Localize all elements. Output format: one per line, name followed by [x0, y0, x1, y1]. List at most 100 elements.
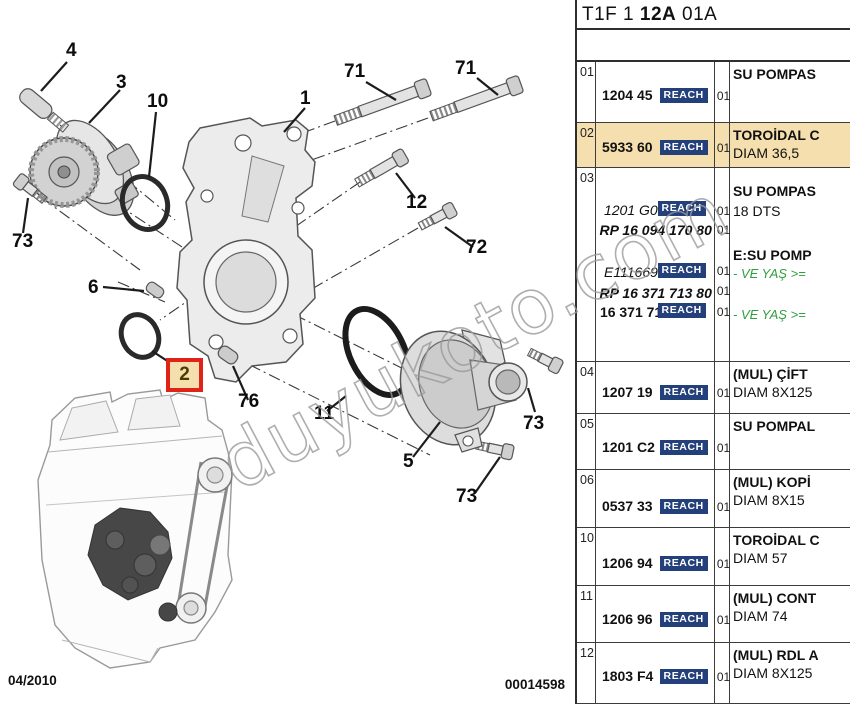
replacement-part-number: RP 16 094 170 80 — [599, 222, 712, 238]
part-1-housing — [176, 117, 316, 383]
qty-value: 01 — [716, 141, 731, 155]
reach-badge[interactable]: REACH — [657, 201, 706, 216]
description: E:SU POMP — [733, 247, 812, 263]
callout-73b[interactable]: 73 — [523, 413, 545, 434]
callout-2-label: 2 — [179, 364, 190, 385]
qty-value: 01 — [716, 284, 731, 298]
part-76-dowel — [217, 345, 239, 365]
part-number: 1201 C2 — [601, 439, 655, 455]
description: (MUL) CONT — [733, 590, 817, 606]
description-detail: DIAM 8X15 — [733, 492, 805, 508]
qty-value: 01 — [716, 500, 731, 514]
part-number: 1207 19 — [601, 384, 653, 400]
callout-6[interactable]: 6 — [88, 277, 99, 298]
exploded-diagram: 4 3 10 1 71 71 12 72 73 6 76 11 5 73 73 … — [8, 40, 565, 692]
qty-value: 01 — [716, 557, 731, 571]
ref-cell: 03 — [577, 168, 596, 361]
header-spacer-band — [577, 30, 850, 62]
reach-badge[interactable]: REACH — [657, 303, 706, 318]
diagram-artwork — [12, 61, 564, 669]
callout-72[interactable]: 72 — [466, 237, 488, 258]
reach-badge[interactable]: REACH — [659, 87, 708, 103]
part-number: 1206 96 — [601, 611, 653, 627]
qty-value: 01 — [716, 264, 731, 278]
description-detail: 18 DTS — [733, 203, 781, 219]
reach-badge[interactable]: REACH — [659, 384, 708, 400]
footer-date: 04/2010 — [8, 673, 57, 688]
description-detail: DIAM 74 — [733, 608, 788, 624]
part-number: 1201 G0 — [603, 202, 658, 218]
reach-badge[interactable]: REACH — [659, 498, 708, 514]
description-detail: DIAM 36,5 — [733, 145, 800, 161]
ref-cell: 06 — [577, 470, 596, 527]
callout-12[interactable]: 12 — [406, 192, 428, 213]
description: SU POMPAL — [733, 418, 816, 434]
callout-71a[interactable]: 71 — [344, 61, 366, 82]
description-detail: DIAM 8X125 — [733, 384, 813, 400]
reach-badge[interactable]: REACH — [657, 263, 706, 278]
description-detail: DIAM 8X125 — [733, 665, 813, 681]
qty-value: 01 — [716, 89, 731, 103]
callout-73c[interactable]: 73 — [456, 486, 478, 507]
part-5-pump-housing — [399, 329, 528, 453]
part-11-oring — [342, 305, 412, 399]
catalog-code-header: T1F 1 12A 01A — [577, 0, 850, 30]
table-row-03[interactable]: 03 1201 G0 REACH RP 16 094 170 80 E11166… — [577, 168, 850, 362]
parts-table: T1F 1 12A 01A 01 1204 45 REACH 01 SU POMP… — [575, 0, 850, 704]
engine-block-thumbnail — [37, 389, 233, 669]
part-number: 5933 60 — [601, 139, 653, 155]
callout-11[interactable]: 11 — [314, 403, 335, 424]
applicability-note: - VE YAŞ >= — [733, 266, 806, 281]
reach-badge[interactable]: REACH — [659, 555, 708, 571]
callout-1[interactable]: 1 — [300, 88, 311, 109]
part-number: E111669 — [603, 264, 658, 280]
qty-value: 01 — [716, 305, 731, 319]
code-pre: T1F 1 — [582, 4, 640, 25]
ref-cell: 01 — [577, 62, 596, 122]
qty-value: 01 — [716, 670, 731, 684]
qty-value: 01 — [716, 223, 731, 237]
applicability-note: - VE YAŞ >= — [733, 307, 806, 322]
description: (MUL) KOPİ — [733, 474, 811, 490]
reach-badge[interactable]: REACH — [659, 439, 708, 455]
callout-73a[interactable]: 73 — [12, 231, 34, 252]
description: (MUL) ÇİFT — [733, 366, 808, 382]
part-4-stud — [19, 88, 70, 133]
callout-71b[interactable]: 71 — [455, 58, 477, 79]
callout-2-selected[interactable]: 2 — [166, 358, 203, 392]
reach-badge[interactable]: REACH — [659, 611, 708, 627]
reach-badge[interactable]: REACH — [659, 668, 708, 684]
bolts — [12, 75, 564, 461]
qty-value: 01 — [716, 386, 731, 400]
footer-doc-number: 00014598 — [504, 677, 565, 692]
ref-cell: 10 — [577, 528, 596, 585]
part-number: 1204 45 — [601, 87, 653, 103]
reach-badge[interactable]: REACH — [659, 139, 708, 155]
ref-cell: 02 — [577, 123, 596, 167]
qty-value: 01 — [716, 204, 731, 218]
description: (MUL) RDL A — [733, 647, 819, 663]
code-post: 01A — [676, 4, 718, 25]
table-row-11[interactable]: 11 1206 96 REACH 01 (MUL) CONT DIAM 74 — [577, 586, 850, 643]
callout-76[interactable]: 76 — [238, 391, 260, 412]
callout-4[interactable]: 4 — [66, 40, 77, 61]
callout-5[interactable]: 5 — [403, 451, 414, 472]
description: TOROİDAL C — [733, 532, 820, 548]
ref-cell: 11 — [577, 586, 596, 642]
ref-cell: 05 — [577, 414, 596, 469]
part-number: 1206 94 — [601, 555, 653, 571]
callout-3[interactable]: 3 — [116, 72, 127, 93]
part-3-pump-pulley — [28, 119, 140, 216]
code-bold: 12A — [639, 4, 677, 25]
callout-10[interactable]: 10 — [147, 91, 169, 112]
qty-value: 01 — [716, 613, 731, 627]
qty-value: 01 — [716, 441, 731, 455]
